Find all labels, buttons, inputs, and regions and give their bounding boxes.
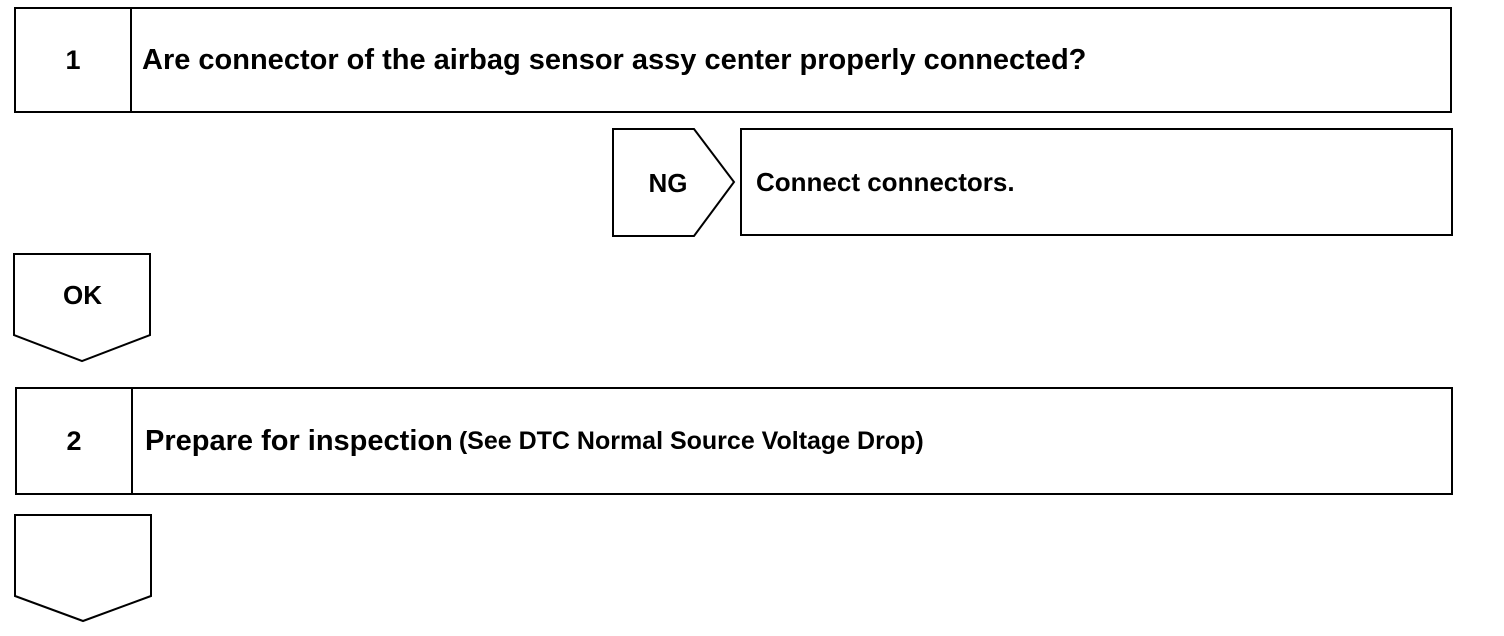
step-1-box: 1 Are connector of the airbag sensor ass… (14, 7, 1452, 113)
step-2-reference: (See DTC Normal Source Voltage Drop) (458, 426, 924, 455)
step-2-number: 2 (17, 389, 133, 493)
step-2-box: 2 Prepare for inspection (See DTC Normal… (15, 387, 1453, 495)
ng-result-box: Connect connectors. (740, 128, 1453, 236)
step-2-instruction: Prepare for inspection (See DTC Normal S… (145, 389, 924, 493)
continue-arrow-shape (14, 514, 152, 623)
ok-arrow-shape (13, 253, 151, 363)
step-1-number: 1 (16, 9, 132, 111)
ng-result-text: Connect connectors. (756, 166, 1015, 197)
ng-arrow-shape (612, 128, 736, 237)
step-2-text: Prepare for inspection (145, 424, 453, 457)
ok-label: OK (63, 279, 102, 310)
ng-label: NG (648, 167, 688, 198)
step-1-question: Are connector of the airbag sensor assy … (142, 43, 1087, 76)
